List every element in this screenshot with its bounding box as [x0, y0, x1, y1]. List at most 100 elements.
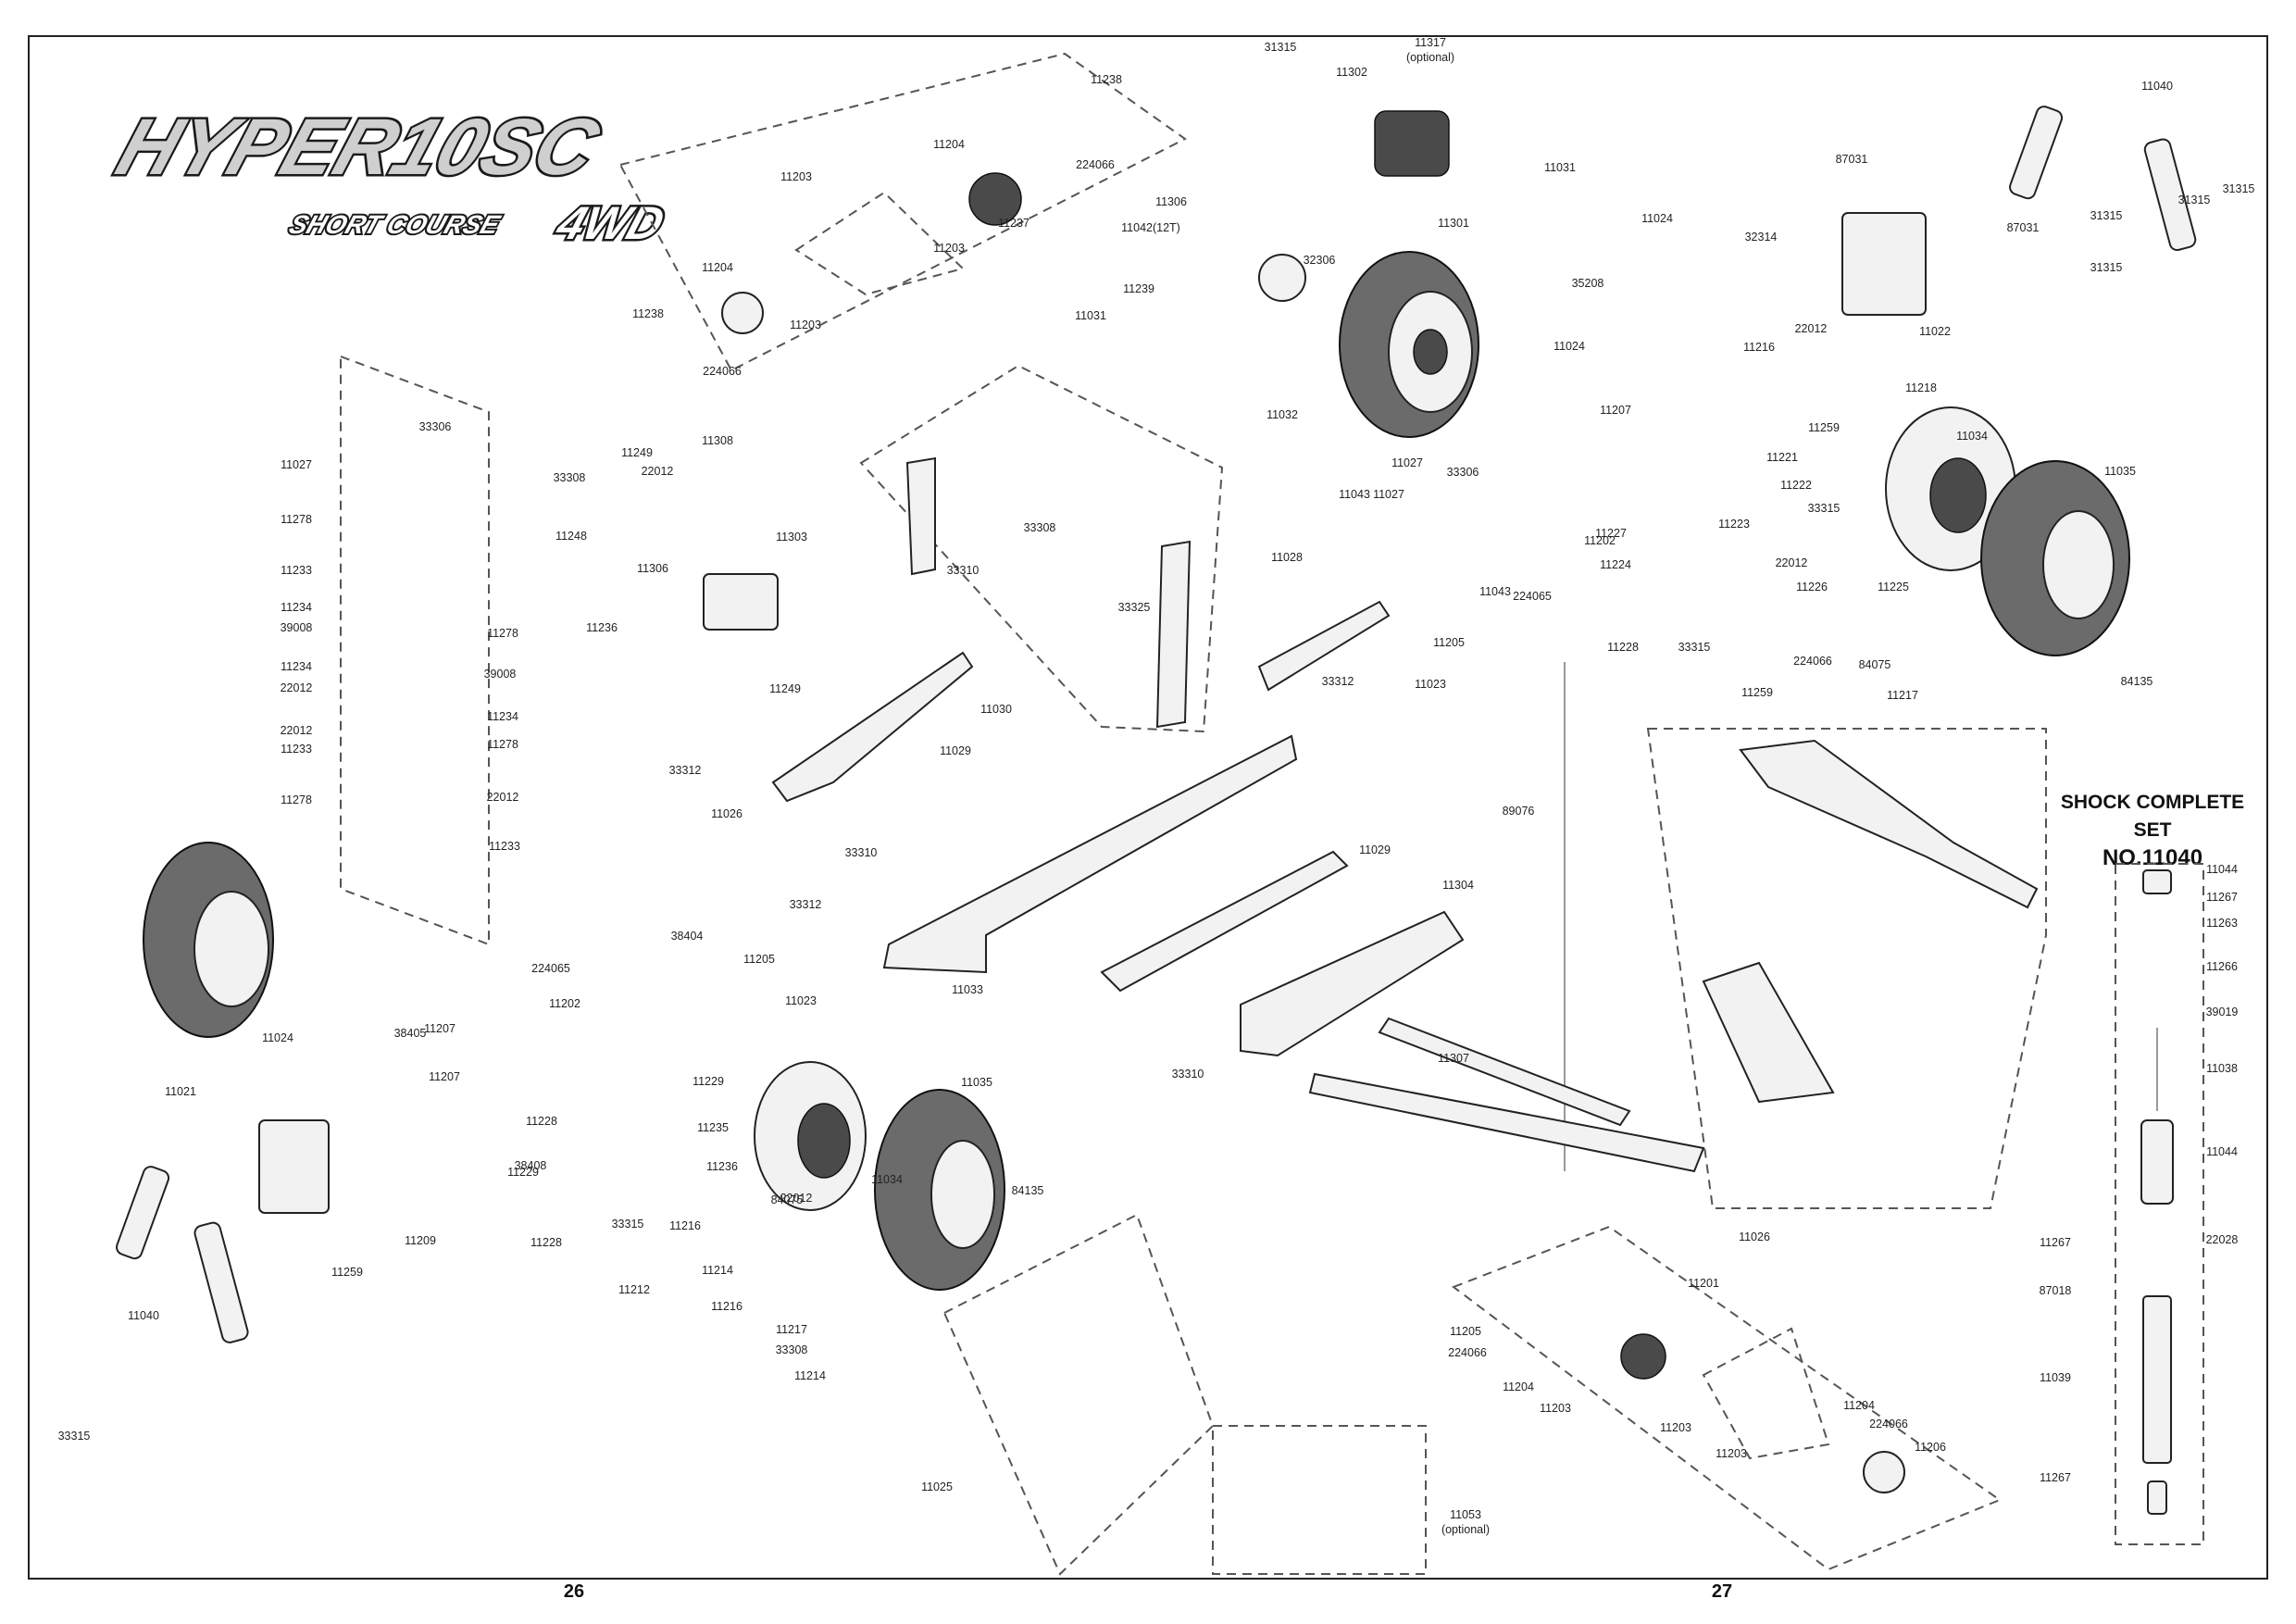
part-number-label: 84075: [1859, 658, 1891, 671]
part-number-label: 11267: [2040, 1471, 2071, 1484]
part-number-label: 11248: [555, 530, 587, 543]
part-number-label: 11259: [1741, 686, 1773, 699]
part-number-label: 11207: [1600, 404, 1631, 417]
part-number-label: 39008: [484, 668, 517, 681]
part-number-label: 11218: [1905, 381, 1937, 394]
servo: [703, 573, 779, 631]
part-number-label: 87031: [2007, 221, 2040, 234]
part-number-label: 11217: [1887, 689, 1918, 702]
part-number-label: 31315: [2090, 209, 2123, 222]
part-number-label: 11029: [1359, 843, 1391, 856]
part-number-label: 11236: [706, 1160, 738, 1173]
part-number-label: 11034: [1956, 430, 1988, 443]
part-number-label: 22012: [1795, 322, 1828, 335]
part-number-label: 11222: [1780, 479, 1812, 492]
shock-spring: [2142, 1295, 2172, 1464]
part-number-label: 33315: [1808, 502, 1841, 515]
part-number-label: 33306: [419, 420, 452, 433]
part-number-label: 11233: [489, 840, 520, 853]
part-number-label: 224065: [531, 962, 570, 975]
wheel-front-right-inner: [754, 1061, 867, 1211]
part-number-label: 11223: [1718, 518, 1750, 531]
part-number-label: 11032: [1267, 408, 1298, 421]
part-number-label: 11053: [1450, 1508, 1481, 1521]
part-number-label: 11212: [618, 1283, 650, 1296]
part-number-label: 11206: [1915, 1441, 1946, 1454]
part-number-label: 35208: [1572, 277, 1604, 290]
part-number-label: 11216: [711, 1300, 742, 1313]
part-number-label: 11317: [1415, 36, 1446, 49]
part-number-label: 11209: [405, 1234, 436, 1247]
part-number-label: 31315: [2223, 182, 2255, 195]
part-number-label: 11022: [1919, 325, 1951, 338]
front-bumper-group-box: [942, 1213, 1215, 1576]
part-number-label: 11278: [487, 738, 518, 751]
part-number-label: 11301: [1438, 217, 1469, 230]
part-number-label: 11233: [281, 743, 312, 756]
part-number-label: 11216: [1743, 341, 1775, 354]
part-number-label: 11214: [702, 1264, 733, 1277]
part-number-label: 11031: [1544, 161, 1576, 174]
part-number-label: 11221: [1766, 451, 1798, 464]
part-number-label: 11042(12T): [1121, 221, 1180, 234]
roll-cage: [1739, 739, 2039, 909]
part-number-label: 11028: [1271, 551, 1303, 564]
part-number-label: 11039: [2040, 1371, 2071, 1384]
front-diff-case: [1863, 1451, 1905, 1493]
part-number-label: 11234: [281, 601, 312, 614]
part-number-label: 11207: [424, 1022, 455, 1035]
part-number-label: 22012: [281, 681, 313, 694]
part-number-label: 38408: [515, 1159, 547, 1172]
part-number-label: 84135: [2121, 675, 2153, 688]
body-mount-group-box: [859, 364, 1224, 733]
part-number-label: 11225: [1878, 581, 1909, 593]
part-number-label: 11238: [1091, 73, 1122, 86]
body-brace: [1257, 600, 1391, 692]
part-number-label: 11203: [1716, 1447, 1747, 1460]
part-number-label: 11217: [776, 1323, 807, 1336]
front-gearbox-group-box: [1451, 1225, 2003, 1571]
part-number-label: 11040: [128, 1309, 159, 1322]
shock-set-heading: SHOCK COMPLETE SET: [2060, 792, 2245, 841]
part-number-label: 11021: [165, 1085, 196, 1098]
rear-bumper: [771, 651, 974, 803]
battery-strap-2: [1378, 1017, 1631, 1127]
part-number-label: 11249: [769, 682, 801, 695]
front-shock-2: [193, 1221, 249, 1343]
part-number-label: 11236: [586, 621, 618, 634]
part-number-label: 11303: [776, 531, 807, 543]
part-number-label: 11043: [1479, 585, 1511, 598]
part-number-label: 11224: [1600, 558, 1631, 571]
rear-shock-2: [2143, 138, 2197, 252]
part-number-label: 39008: [281, 621, 313, 634]
part-number-label: 33312: [790, 898, 822, 911]
part-number-label: 11233: [281, 564, 312, 577]
part-number-label: 11227: [1595, 527, 1627, 540]
part-number-label: 11235: [697, 1121, 729, 1134]
part-number-label: 11263: [2206, 917, 2238, 930]
part-number-label: 224066: [1448, 1346, 1487, 1359]
part-number-label: 32314: [1745, 231, 1778, 244]
part-number-label: 11044: [2206, 863, 2238, 876]
part-number-label: 11040: [2141, 80, 2173, 93]
rear-diff-inner-box: [794, 191, 965, 296]
part-number-label: 11034: [871, 1173, 903, 1186]
part-number-label: 84075: [771, 1193, 804, 1206]
part-number-label: 11025: [921, 1480, 953, 1493]
page-border: [28, 35, 2268, 1580]
logo-brand: HYPER10SC: [106, 102, 610, 191]
part-number-label: 11024: [1641, 212, 1673, 225]
rear-tower: [1841, 212, 1927, 316]
part-number-label: 11307: [1438, 1052, 1469, 1065]
part-number-label: 33308: [554, 471, 586, 484]
part-number-label: 11306: [1155, 195, 1187, 208]
part-number-label: 84135: [1012, 1184, 1044, 1197]
part-number-label: 11237: [998, 217, 1029, 230]
shock-cap: [2142, 869, 2172, 894]
wheel-rear-right: [1980, 460, 2130, 656]
part-number-label: 11030: [980, 703, 1012, 716]
part-number-label: 11023: [785, 994, 817, 1007]
part-number-label: 87018: [2040, 1284, 2072, 1297]
part-number-label: 11043: [1339, 488, 1370, 501]
